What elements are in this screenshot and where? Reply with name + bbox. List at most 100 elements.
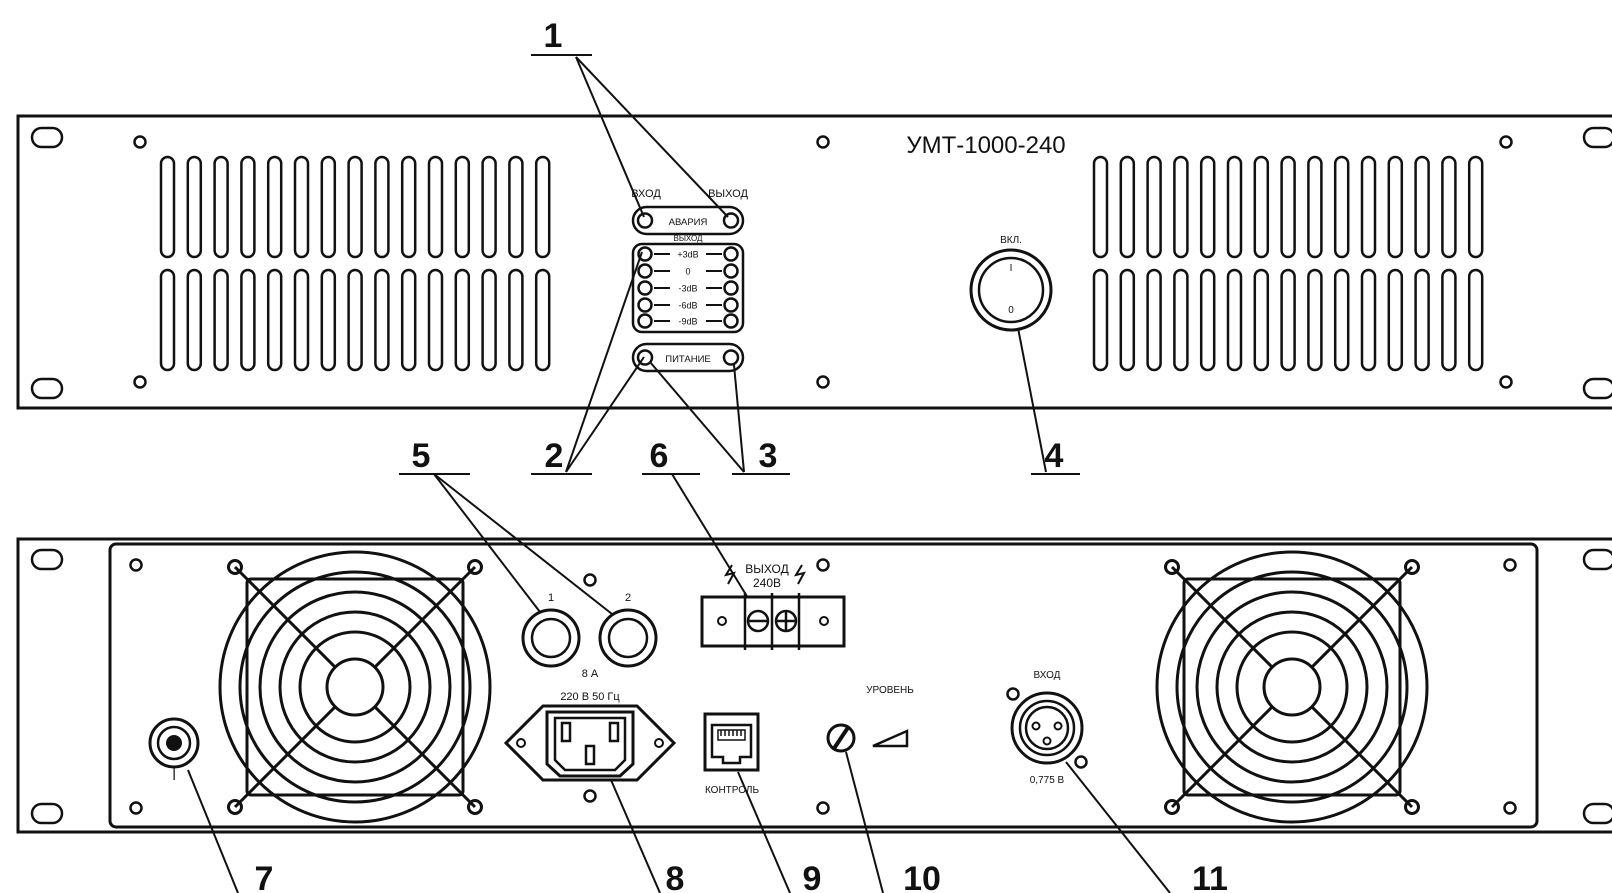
level-mark: 0 [685,267,690,277]
rack-slot [30,802,64,825]
switch-rocker [977,256,1045,324]
rack-slot [1582,548,1612,571]
vent-slot [1414,155,1430,259]
rear-panel: ⊥ 1 2 8 А 220 В 50 Гц ВЫХОД [16,537,1612,834]
power-switch: ВКЛ. I 0 [969,235,1053,332]
fan-guard-ring [298,630,412,744]
rj45-jack [703,712,760,772]
power-indicator-frame [631,342,745,373]
fan-guard-ring [1235,630,1349,744]
control-label: КОНТРОЛЬ [705,785,760,796]
iec-inlet [545,710,635,778]
callout-10: 10 [903,860,941,893]
vent-slot [1146,268,1162,372]
power-led-left [636,349,654,366]
callout-11: 11 [1192,860,1228,893]
input-level: 0,775 В [1030,775,1065,786]
volume-ramp-icon [872,729,909,748]
iec-flange [503,704,677,782]
vent-slot [427,155,444,259]
vent-slot [374,268,390,372]
level-mark: -3dB [678,284,697,294]
xlr-input: ВХОД 0,775 В [1006,670,1088,786]
input-led-label: ВХОД [631,188,661,200]
rack-slot [1582,377,1612,400]
vent-grille-right [1092,155,1484,372]
vent-slot [1092,268,1109,372]
vent-slot [454,268,471,372]
level-trimmer [826,723,856,753]
rear-subpanel-outline [108,542,1539,829]
alarm-led-output [722,212,740,229]
vent-slot [1253,155,1270,259]
fan-mount-hole [1164,799,1180,815]
indicator-block: ВХОД ВЫХОД АВАРИЯ ВЫХОД +3dB0-3dB-6dB-9d… [631,188,748,373]
vent-slot [186,155,203,259]
lightning-icon [723,564,736,585]
level-control: УРОВЕНЬ [826,685,914,753]
vent-slot [159,155,176,259]
vent-slot [1280,268,1296,372]
fuse-holder-1 [521,608,581,668]
vent-slot [1253,268,1270,372]
callout-1: 1 [544,17,563,55]
vent-slot [266,268,283,372]
vent-slot [1173,268,1189,372]
control-port: КОНТРОЛЬ [703,712,760,796]
vent-slot [1280,155,1296,259]
alarm-led-input [636,212,654,229]
iec-pin [560,721,572,743]
power-label: ПИТАНИЕ [665,354,711,365]
vent-slot [1467,268,1484,372]
vent-slot [347,268,363,372]
iec-pin [608,721,620,743]
callout-5: 5 [412,437,431,475]
output-terminal-label: ВЫХОД [745,562,788,576]
vent-slot [1441,155,1457,259]
mains-socket: 220 В 50 Гц [503,691,677,782]
fan-mount-hole [227,559,243,575]
fuse-rating: 8 А [582,668,599,680]
vent-slot [534,155,551,259]
vent-slot [427,268,444,372]
switch-on-mark: I [1010,263,1013,274]
vent-slot [400,155,417,259]
vent-slot [454,155,471,259]
vent-slot [293,155,310,259]
iec-earth-pin [584,744,596,766]
level-led-output [723,246,739,262]
fan-mount-hole [467,559,483,575]
fan-guard-ring [1175,570,1409,804]
model-title: УМТ-1000-240 [906,132,1065,159]
rack-slot [30,126,64,149]
level-mark: -9dB [678,317,697,327]
vent-slot [508,155,524,259]
level-title: ВЫХОД [674,234,704,243]
fan-guard-ring [1155,550,1429,824]
vent-slot [481,268,497,372]
level-led-output [723,263,739,279]
xlr-flange [1010,691,1084,765]
fan-guard-ring [238,570,472,804]
vent-slot [534,268,551,372]
level-led-input [637,246,653,262]
level-led-input [637,263,653,279]
vent-slot [508,268,524,372]
callout-8: 8 [666,860,685,893]
output-terminal: ВЫХОД 240В [700,562,846,650]
vent-slot [320,268,337,372]
ground-symbol: ⊥ [165,761,182,783]
fuse-holder-2 [598,608,658,668]
level-mark: -6dB [678,301,697,311]
fan-frame [245,577,465,797]
vent-slot [1119,155,1136,259]
vent-slot [1146,155,1162,259]
vent-slot [1119,268,1136,372]
vent-slot [1199,268,1216,372]
fan-guard-ring [218,550,492,824]
level-led-output [723,313,739,329]
vent-slot [266,155,283,259]
mains-label: 220 В 50 Гц [560,691,620,703]
fuse-1-label: 1 [548,592,554,604]
